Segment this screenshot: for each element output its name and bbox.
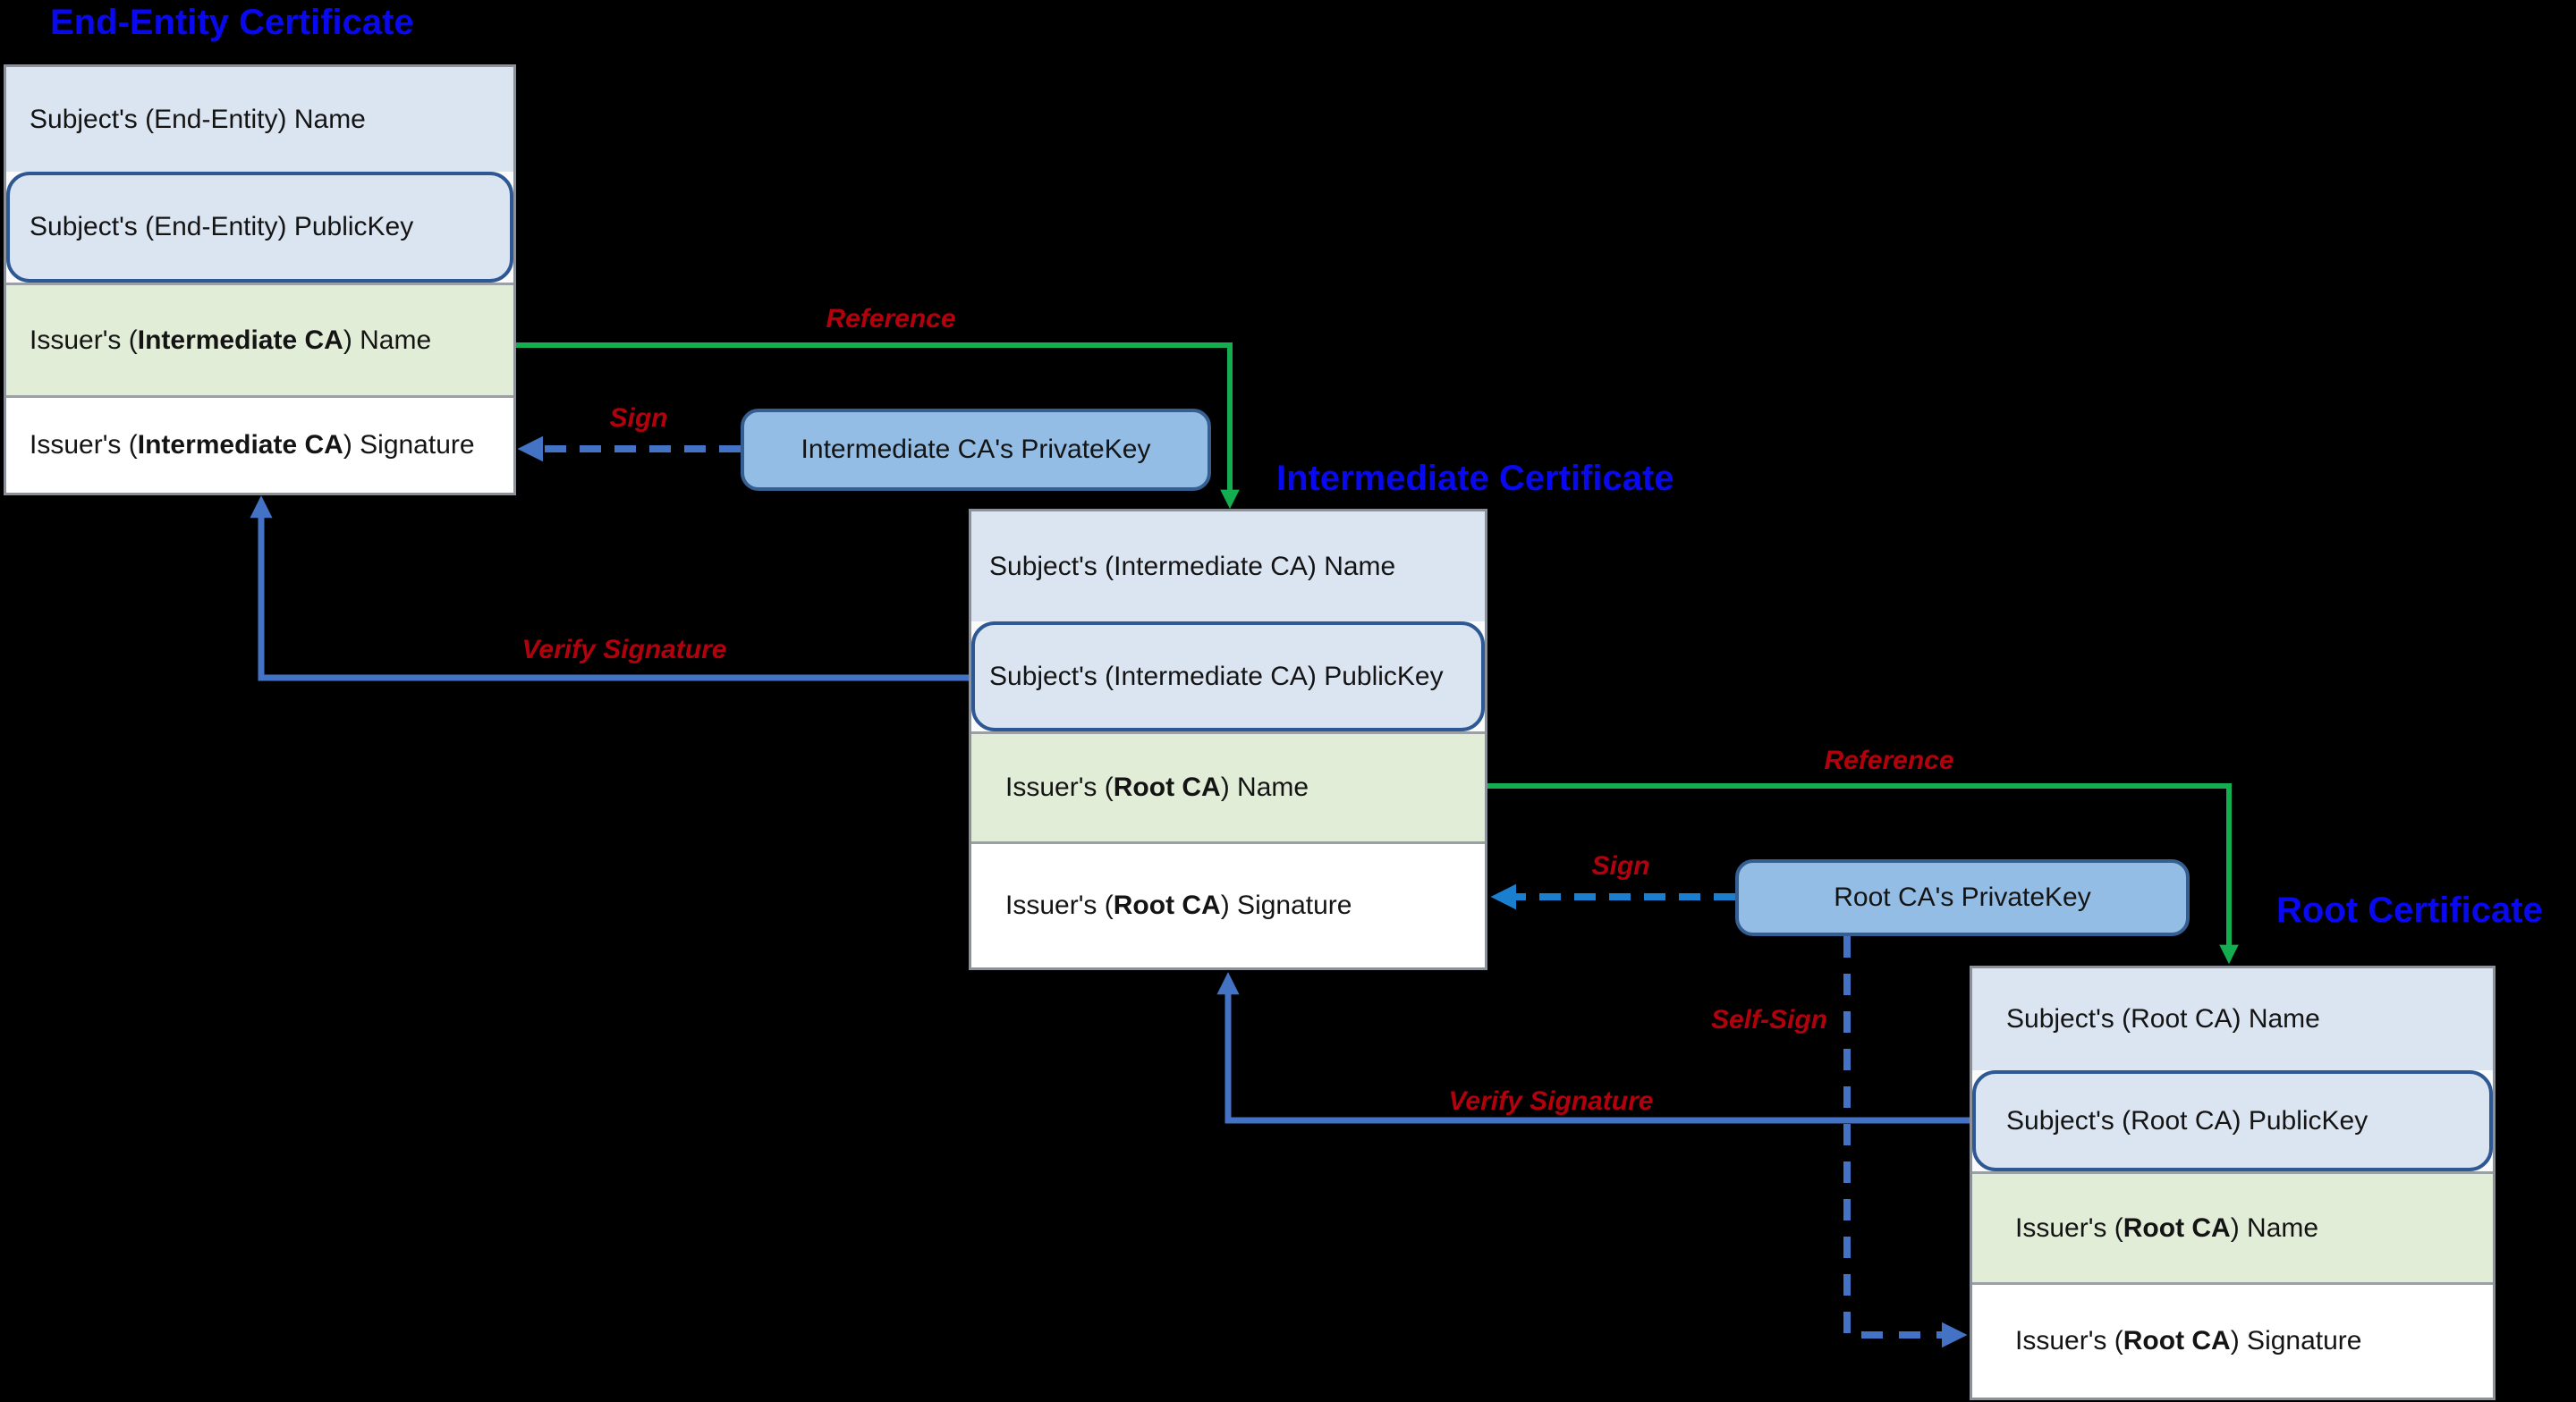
row-subject-name: Subject's (Intermediate CA) Name xyxy=(971,511,1485,621)
self-sign-arrow xyxy=(1843,936,1968,1348)
row-text: Subject's (Intermediate CA) Name xyxy=(989,551,1396,581)
reference-label-1: Reference xyxy=(826,304,956,334)
row-text-bold: Root CA xyxy=(1113,773,1221,802)
row-text: Issuer's ( xyxy=(2015,1326,2123,1356)
row-text: Issuer's ( xyxy=(30,430,138,460)
row-text: ) Name xyxy=(343,325,432,355)
row-text-bold: Root CA xyxy=(2123,1212,2231,1243)
intermediate-certificate-title: Intermediate Certificate xyxy=(1276,459,1674,498)
end-entity-certificate-box: Subject's (End-Entity) Name Subject's (E… xyxy=(4,64,516,495)
row-text: Issuer's ( xyxy=(1005,773,1114,802)
verify-signature-label-2: Verify Signature xyxy=(1448,1086,1654,1116)
row-issuer-name: Issuer's (Root CA) Name xyxy=(1972,1171,2493,1282)
row-text: Issuer's ( xyxy=(1005,891,1114,920)
row-text: Issuer's ( xyxy=(2015,1212,2123,1243)
row-issuer-name: Issuer's (Root CA) Name xyxy=(971,731,1485,841)
row-text-bold: Intermediate CA xyxy=(137,325,343,355)
row-text: Subject's (Intermediate CA) PublicKey xyxy=(989,661,1444,691)
row-subject-name: Subject's (End-Entity) Name xyxy=(6,67,513,172)
reference-label-2: Reference xyxy=(1824,746,1954,775)
row-issuer-signature: Issuer's (Root CA) Signature xyxy=(971,841,1485,967)
self-sign-label: Self-Sign xyxy=(1710,1005,1828,1035)
root-certificate-title: Root Certificate xyxy=(2276,891,2543,930)
row-subject-publickey: Subject's (Root CA) PublicKey xyxy=(1972,1070,2493,1171)
row-subject-publickey: Subject's (End-Entity) PublicKey xyxy=(6,172,513,283)
row-issuer-signature: Issuer's (Root CA) Signature xyxy=(1972,1282,2493,1398)
row-text: ) Signature xyxy=(2230,1326,2362,1356)
verify-signature-arrow-1 xyxy=(250,495,969,681)
row-subject-name: Subject's (Root CA) Name xyxy=(1972,968,2493,1070)
row-issuer-name: Issuer's (Intermediate CA) Name xyxy=(6,283,513,395)
row-text: Subject's (Root CA) Name xyxy=(2006,1004,2320,1034)
intermediate-ca-privatekey-box: Intermediate CA's PrivateKey xyxy=(741,409,1211,491)
root-certificate-box: Subject's (Root CA) Name Subject's (Root… xyxy=(1970,966,2496,1400)
verify-signature-arrow-2 xyxy=(1216,972,1970,1124)
intermediate-certificate-box: Subject's (Intermediate CA) Name Subject… xyxy=(969,509,1487,970)
sign-label-2: Sign xyxy=(1591,851,1650,881)
row-text: ) Name xyxy=(2230,1212,2319,1243)
row-text-bold: Root CA xyxy=(2123,1326,2231,1356)
row-text-bold: Root CA xyxy=(1113,891,1221,920)
row-text: ) Name xyxy=(1220,773,1309,802)
row-text: Issuer's ( xyxy=(30,325,138,355)
root-ca-privatekey-box: Root CA's PrivateKey xyxy=(1735,859,2190,936)
reference-arrow-2 xyxy=(1487,783,2239,965)
reference-arrow-1 xyxy=(516,342,1240,510)
row-text: ) Signature xyxy=(1220,891,1352,920)
sign-label-1: Sign xyxy=(609,403,668,433)
row-text: Subject's (Root CA) PublicKey xyxy=(2006,1105,2368,1136)
row-issuer-signature: Issuer's (Intermediate CA) Signature xyxy=(6,395,513,493)
row-text: Subject's (End-Entity) Name xyxy=(30,104,366,134)
row-text: ) Signature xyxy=(343,430,475,460)
row-text: Subject's (End-Entity) PublicKey xyxy=(30,212,414,241)
row-subject-publickey: Subject's (Intermediate CA) PublicKey xyxy=(971,621,1485,731)
end-entity-certificate-title: End-Entity Certificate xyxy=(50,3,414,42)
verify-signature-label-1: Verify Signature xyxy=(521,635,727,664)
row-text-bold: Intermediate CA xyxy=(137,430,343,460)
